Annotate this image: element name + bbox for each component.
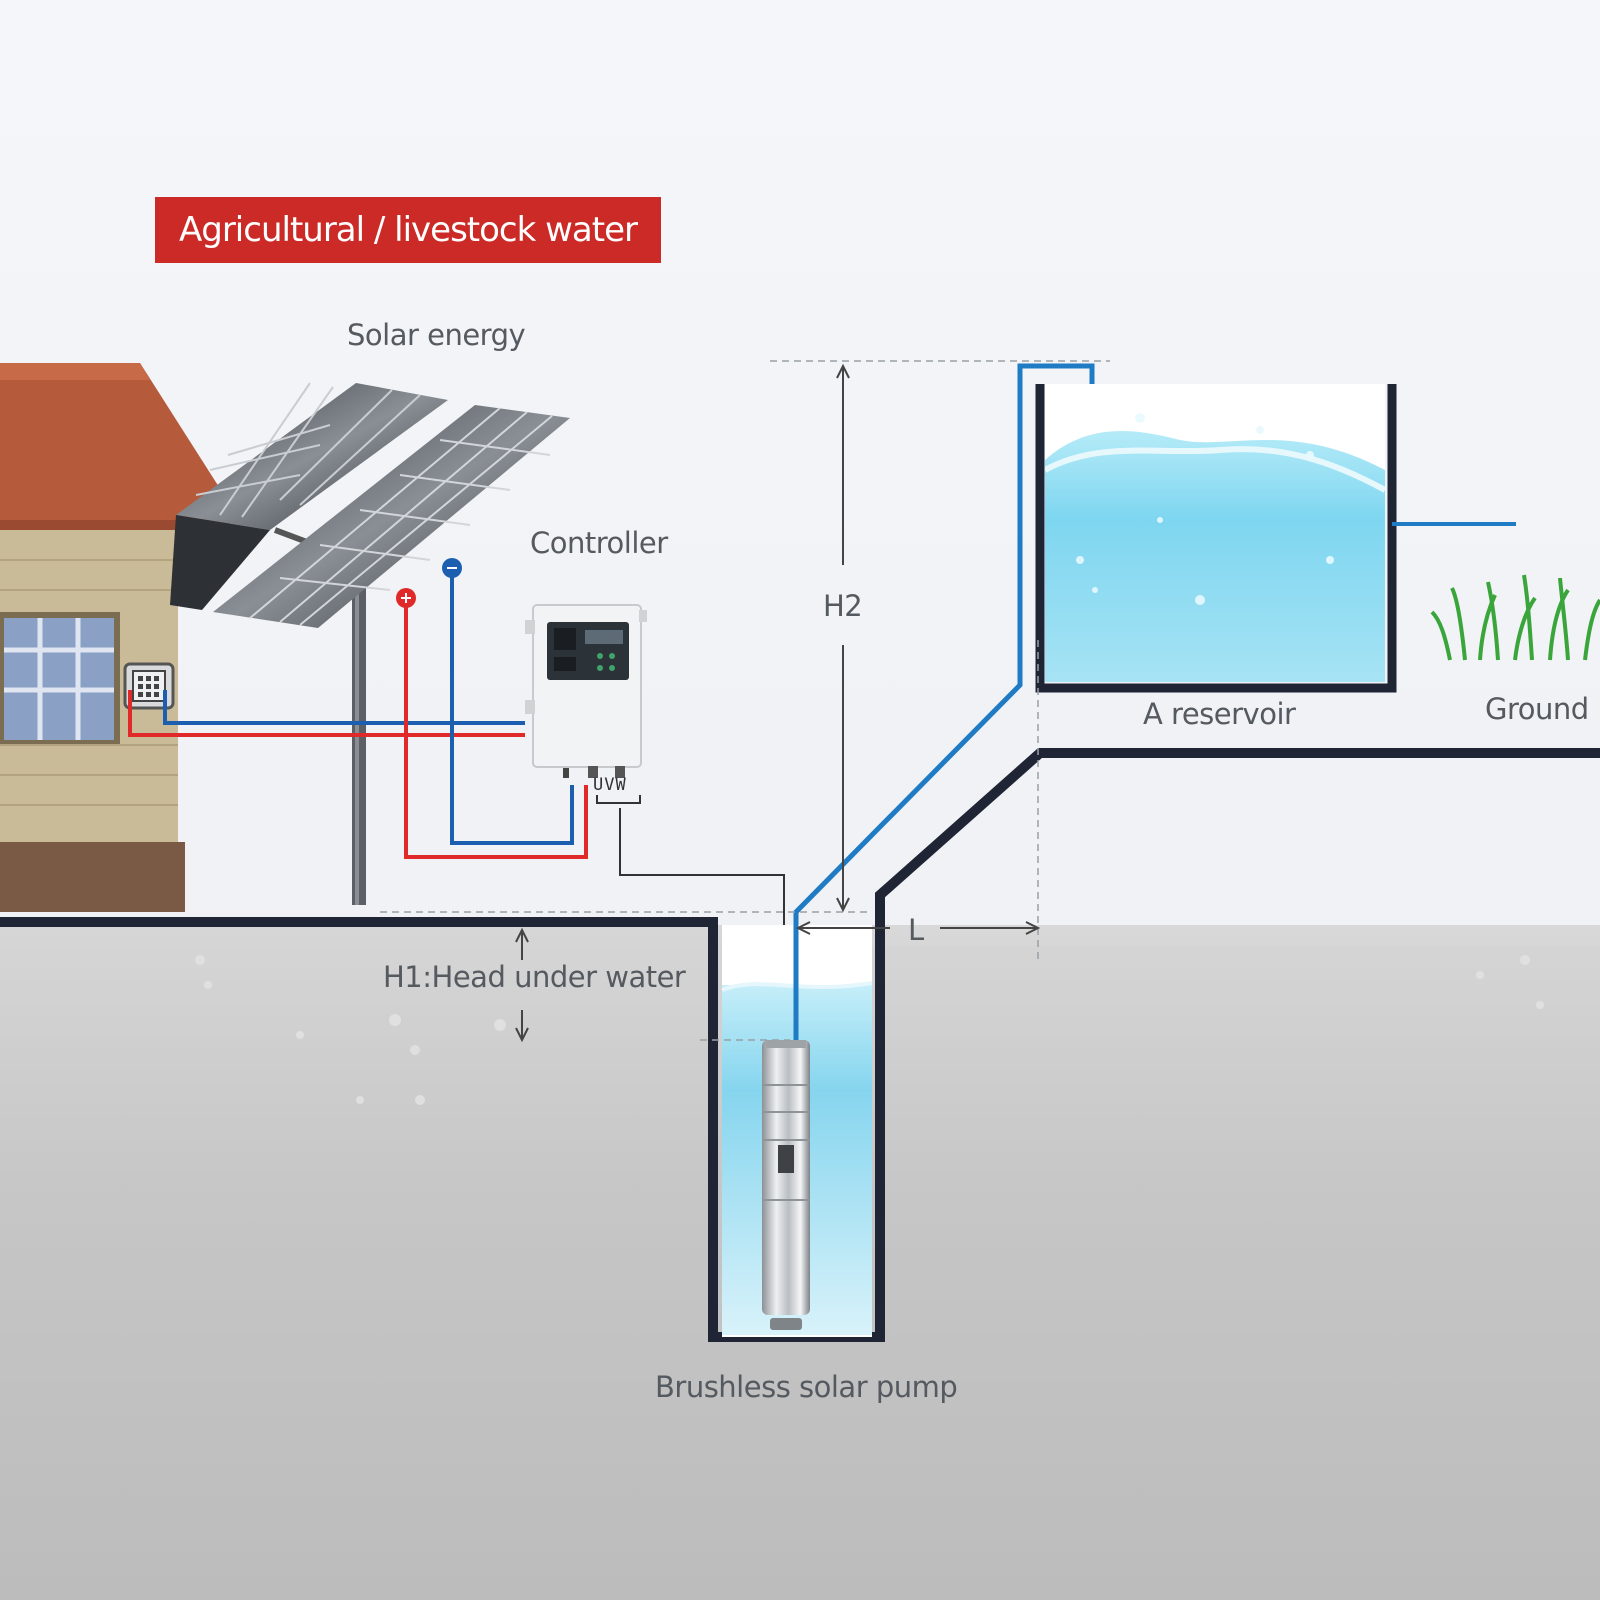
title-text: Agricultural / livestock water [178, 210, 638, 250]
pump-label: Brushless solar pump [655, 1370, 958, 1404]
reservoir-label: A reservoir [1143, 697, 1296, 731]
controller-icon [525, 604, 647, 778]
h1-arrow [515, 927, 529, 1043]
ground-label: Ground [1485, 692, 1589, 726]
plus-terminal-icon [396, 588, 416, 608]
reservoir-icon [1035, 384, 1516, 693]
minus-terminal-icon [442, 558, 462, 578]
water-pipe [793, 363, 1095, 1040]
h2-label: H2 [823, 589, 863, 623]
grass-icon [1430, 574, 1600, 661]
solar-panel-icon [170, 382, 570, 905]
terrain-outline [0, 748, 1600, 1342]
wiring [128, 575, 785, 1050]
uvw-terminal-label: UVW [593, 775, 627, 795]
title-banner: Agricultural / livestock water [155, 197, 661, 263]
pump-icon [762, 1040, 810, 1330]
solar-energy-label: Solar energy [347, 318, 526, 352]
ground-texture [195, 955, 1544, 1105]
controller-label: Controller [530, 526, 668, 560]
l-label: L [908, 913, 924, 947]
l-arrow [795, 921, 1041, 935]
h1-label: H1:Head under water [383, 960, 686, 994]
h2-arrow [836, 363, 850, 913]
house-icon [0, 363, 240, 912]
dimension-lines [380, 360, 1110, 1041]
